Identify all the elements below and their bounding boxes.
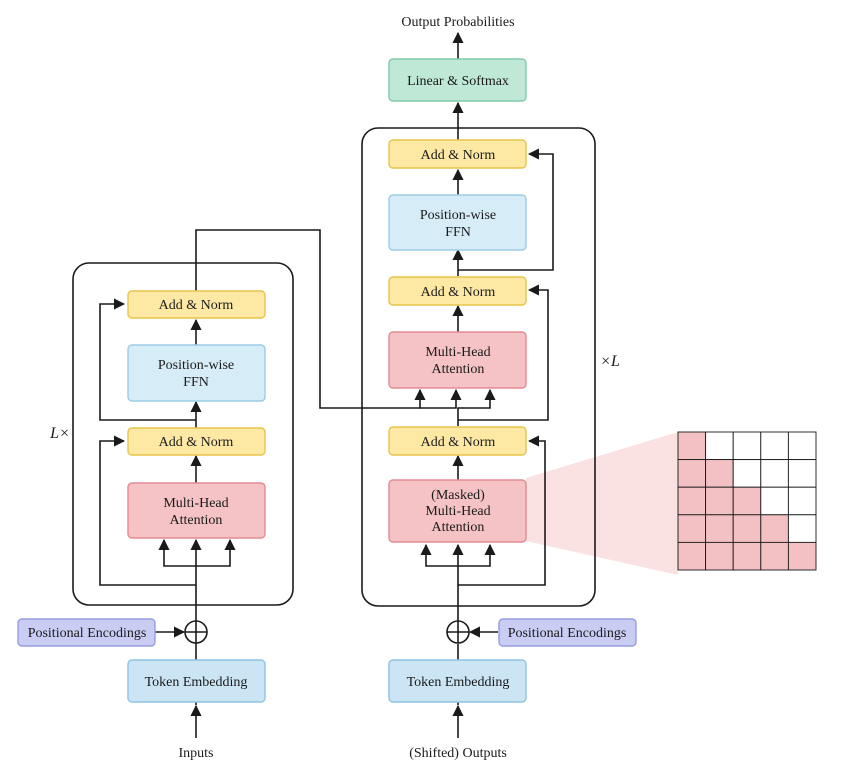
- mask-cell-masked: [760, 486, 789, 516]
- encoder-positional-encodings-label: Positional Encodings: [28, 626, 147, 641]
- mask-cell-masked: [732, 431, 762, 461]
- mask-cell-visible: [732, 486, 762, 516]
- encoder-ffn-line1: Position-wise: [158, 358, 234, 373]
- mask-cell-visible: [705, 459, 734, 488]
- decoder-cross-mha-line1: Multi-Head: [425, 345, 490, 360]
- mask-cell-masked: [787, 431, 817, 461]
- decoder-masked-attention: (Masked) Multi-Head Attention: [388, 479, 527, 543]
- encoder-add-norm-bottom: Add & Norm: [127, 427, 266, 456]
- mask-cell-visible: [732, 541, 762, 571]
- encoder-add-norm-bottom-label: Add & Norm: [159, 435, 234, 450]
- mask-cell-visible: [677, 514, 707, 543]
- decoder-linear-softmax-label: Linear & Softmax: [407, 74, 509, 89]
- encoder-token-embedding-label: Token Embedding: [145, 675, 248, 690]
- encoder-ffn: Position-wise FFN: [127, 344, 266, 402]
- mask-projection-beam: [526, 432, 678, 575]
- output-probabilities-label: Output Probabilities: [401, 15, 514, 30]
- encoder-wires: [99, 229, 462, 705]
- encoder-add-norm-top-label: Add & Norm: [159, 298, 234, 313]
- decoder-masked-line1: (Masked): [431, 488, 485, 503]
- decoder-block-frame: [361, 127, 596, 607]
- decoder-masked-line3: Attention: [432, 520, 485, 535]
- shifted-outputs-label: (Shifted) Outputs: [409, 746, 507, 761]
- mask-cell-masked: [787, 486, 817, 516]
- mask-cell-visible: [705, 514, 734, 543]
- mask-cell-visible: [677, 459, 707, 488]
- mask-cell-masked: [787, 459, 817, 488]
- encoder-repeat-label: L×: [49, 425, 70, 442]
- encoder-token-embedding: Token Embedding: [127, 659, 266, 703]
- mask-cell-masked: [760, 459, 789, 488]
- inputs-label: Inputs: [179, 746, 214, 761]
- decoder-add-norm-top: Add & Norm: [388, 139, 527, 169]
- mask-cell-visible: [677, 431, 707, 461]
- decoder-plus-icon: [446, 620, 470, 644]
- mask-cell-visible: [677, 486, 707, 516]
- causal-mask-grid: [677, 431, 817, 571]
- decoder-token-embedding: Token Embedding: [388, 659, 527, 703]
- encoder-multi-head-attention: Multi-Head Attention: [127, 482, 266, 539]
- decoder-ffn: Position-wise FFN: [388, 194, 527, 251]
- decoder-token-embedding-label: Token Embedding: [407, 675, 510, 690]
- mask-cell-masked: [705, 431, 734, 461]
- decoder-ffn-line1: Position-wise: [420, 208, 496, 223]
- encoder-mha-line1: Multi-Head: [163, 496, 228, 511]
- mask-cell-visible: [705, 541, 734, 571]
- mask-cell-visible: [787, 541, 817, 571]
- encoder-block-frame: [72, 262, 294, 606]
- mask-cell-masked: [732, 459, 762, 488]
- decoder-cross-attention: Multi-Head Attention: [388, 331, 527, 389]
- decoder-add-norm-bottom: Add & Norm: [388, 426, 527, 456]
- encoder-add-norm-top: Add & Norm: [127, 290, 266, 319]
- decoder-ffn-line2: FFN: [445, 225, 471, 240]
- encoder-plus-icon: [184, 620, 208, 644]
- decoder-positional-encodings: Positional Encodings: [498, 618, 637, 647]
- encoder-ffn-line2: FFN: [183, 375, 209, 390]
- decoder-positional-encodings-label: Positional Encodings: [508, 626, 627, 641]
- decoder-cross-mha-line2: Attention: [432, 362, 485, 377]
- mask-cell-visible: [705, 486, 734, 516]
- mask-cell-masked: [787, 514, 817, 543]
- decoder-repeat-label: ×L: [600, 353, 620, 370]
- mask-cell-visible: [760, 514, 789, 543]
- decoder-add-norm-middle: Add & Norm: [388, 276, 527, 306]
- mask-cell-visible: [677, 541, 707, 571]
- decoder-add-norm-top-label: Add & Norm: [421, 148, 496, 163]
- decoder-add-norm-middle-label: Add & Norm: [421, 285, 496, 300]
- decoder-masked-line2: Multi-Head: [425, 504, 490, 519]
- encoder-mha-line2: Attention: [170, 513, 223, 528]
- mask-cell-visible: [760, 541, 789, 571]
- decoder-linear-softmax: Linear & Softmax: [388, 58, 527, 102]
- mask-cell-masked: [760, 431, 789, 461]
- decoder-add-norm-bottom-label: Add & Norm: [421, 435, 496, 450]
- encoder-positional-encodings: Positional Encodings: [17, 618, 156, 647]
- mask-cell-visible: [732, 514, 762, 543]
